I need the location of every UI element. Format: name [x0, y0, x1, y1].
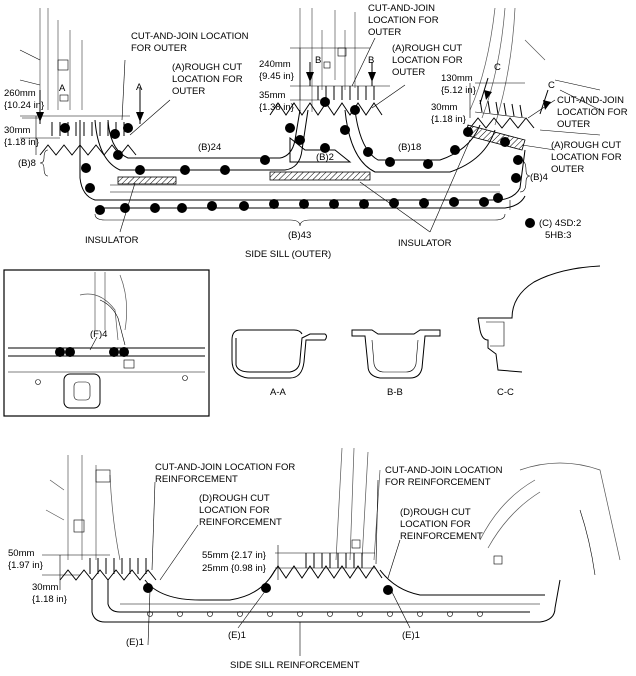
- cut-join-outer-1: CUT-AND-JOIN LOCATION FOR OUTER: [131, 31, 251, 54]
- insulator-right-hatch: [464, 124, 526, 151]
- label-c-count: (C) 4SD:2 5HB:3: [539, 218, 584, 241]
- rough-cut-outer-1: (A)ROUGH CUT LOCATION FOR OUTER: [172, 62, 245, 97]
- label-e1a: (E)1: [126, 637, 144, 648]
- dim-35: 35mm {1.38 in}: [259, 90, 294, 113]
- label-e1c: (E)1: [402, 630, 420, 641]
- rough-cut-reinf-2: (D)ROUGH CUT LOCATION FOR REINFORCEMENT: [400, 507, 483, 542]
- label-b8: (B)8: [18, 158, 36, 169]
- dim-25: 25mm {0.98 in}: [202, 563, 266, 574]
- cut-join-outer-2: CUT-AND-JOIN LOCATION FOR OUTER: [368, 3, 441, 38]
- rough-cut-outer-2: (A)ROUGH CUT LOCATION FOR OUTER: [392, 43, 465, 78]
- dim-30-bottom: 30mm {1.18 in}: [32, 582, 67, 605]
- dim-30a: 30mm {1.18 in}: [4, 125, 39, 148]
- label-e1b: (E)1: [228, 630, 246, 641]
- insulator-left-hatch: [117, 176, 177, 185]
- section-cc: C-C: [497, 387, 514, 398]
- top-figure: CUT-AND-JOIN LOCATION FOR OUTER (A)ROUGH…: [4, 3, 630, 260]
- label-b24: (B)24: [198, 142, 221, 153]
- dim-55: 55mm {2.17 in}: [202, 550, 266, 561]
- insulator-center-hatch: [269, 171, 371, 181]
- label-insulator-right: INSULATOR: [398, 238, 452, 249]
- rough-cut-reinf-1: (D)ROUGH CUT LOCATION FOR REINFORCEMENT: [199, 493, 282, 528]
- label-b43: (B)43: [288, 230, 311, 241]
- dim-30b: 30mm {1.18 in}: [431, 102, 466, 125]
- label-b2: (B)2: [316, 152, 334, 163]
- label-b4: (B)4: [530, 172, 548, 183]
- label-f4: (F)4: [90, 329, 107, 340]
- dim-240: 240mm {9.45 in}: [259, 59, 294, 82]
- weld-dots-detail: [55, 347, 129, 357]
- bottom-figure: CUT-AND-JOIN LOCATION FOR REINFORCEMENT …: [8, 447, 621, 671]
- label-side-sill-outer: SIDE SILL (OUTER): [245, 249, 331, 260]
- dim-130: 130mm {5.12 in}: [441, 73, 476, 96]
- section-c-mark-2: C: [548, 80, 555, 91]
- section-b-mark-1: B: [315, 55, 321, 66]
- weld-dots-top: [60, 97, 535, 228]
- section-c-mark-1: C: [494, 62, 501, 73]
- rough-cut-outer-3: (A)ROUGH CUT LOCATION FOR OUTER: [551, 140, 624, 175]
- section-a-mark-1: A: [59, 83, 66, 94]
- section-bb: B-B: [387, 387, 403, 398]
- weld-dots-bottom: [143, 583, 393, 595]
- section-b-mark-2: B: [368, 55, 374, 66]
- middle-figures: (F)4 A-A B-B C-C: [3, 265, 601, 417]
- dim-50: 50mm {1.97 in}: [8, 548, 43, 571]
- section-aa: A-A: [270, 387, 287, 398]
- cut-join-outer-3: CUT-AND-JOIN LOCATION FOR OUTER: [557, 95, 630, 130]
- cut-join-reinf-1: CUT-AND-JOIN LOCATION FOR REINFORCEMENT: [155, 462, 298, 485]
- section-a-mark-2: A: [136, 82, 143, 93]
- label-side-sill-reinforcement: SIDE SILL REINFORCEMENT: [230, 660, 360, 671]
- label-insulator-left: INSULATOR: [85, 235, 139, 246]
- detail-inset-box: [3, 269, 210, 417]
- label-b18: (B)18: [398, 142, 421, 153]
- dim-260: 260mm {10.24 in}: [4, 88, 44, 111]
- cut-join-reinf-2: CUT-AND-JOIN LOCATION FOR REINFORCEMENT: [385, 465, 505, 488]
